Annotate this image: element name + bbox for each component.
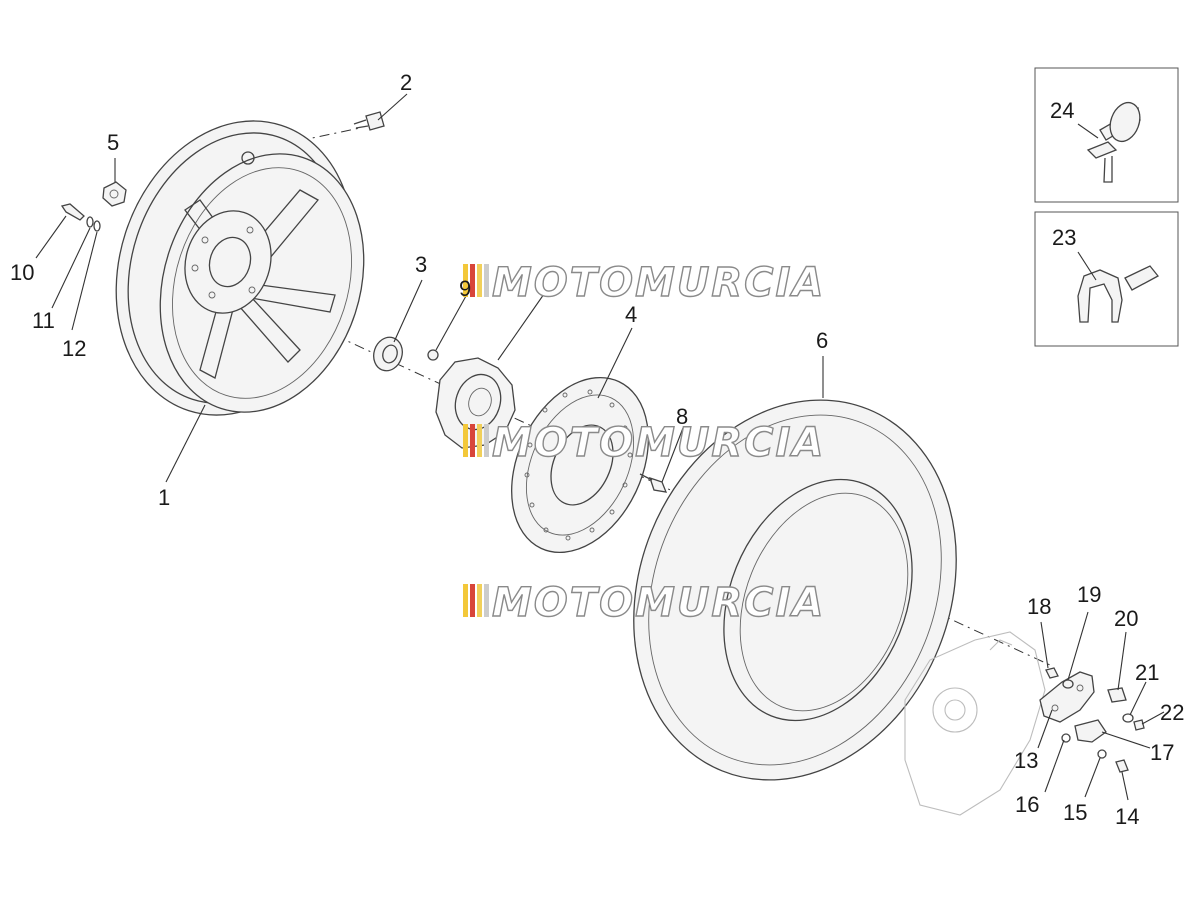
watermark-text: MOTOMURCIA — [492, 260, 825, 306]
callout-3: 3 — [415, 252, 427, 277]
watermark-text: MOTOMURCIA — [492, 420, 825, 466]
callout-5: 5 — [107, 130, 119, 155]
leader-lines — [35, 93, 1165, 801]
bracket-fixture-set — [1039, 667, 1145, 773]
callout-2: 2 — [400, 70, 412, 95]
callout-18: 18 — [1027, 594, 1051, 619]
callout-13: 13 — [1014, 748, 1038, 773]
watermark-bottom: MOTOMURCIA — [463, 579, 825, 627]
callout-23: 23 — [1052, 225, 1076, 250]
callout-labels: 1 2 3 4 5 6 8 9 10 11 12 13 14 15 16 17 … — [10, 70, 1184, 829]
nut-part — [102, 181, 127, 207]
callout-1: 1 — [158, 485, 170, 510]
hub-carrier-part — [435, 357, 516, 449]
callout-21: 21 — [1135, 660, 1159, 685]
pin-part — [427, 349, 439, 361]
callout-22: 22 — [1160, 700, 1184, 725]
bearing-part — [373, 336, 403, 372]
callout-24: 24 — [1050, 98, 1074, 123]
watermark-top: MOTOMURCIA — [463, 259, 825, 307]
valve-screw-part — [353, 111, 385, 131]
inset-box-23 — [1034, 211, 1179, 347]
callout-11: 11 — [32, 308, 55, 333]
callout-12: 12 — [62, 336, 86, 361]
callout-16: 16 — [1015, 792, 1039, 817]
wheel-rim-part — [115, 120, 365, 416]
callout-4: 4 — [625, 302, 637, 327]
callout-10: 10 — [10, 260, 34, 285]
callout-8: 8 — [676, 404, 688, 429]
disc-screw-part — [639, 473, 668, 493]
inset-box-24 — [1034, 67, 1179, 203]
bolt-washer-set — [60, 203, 101, 232]
callout-9: 9 — [459, 276, 471, 301]
callout-20: 20 — [1114, 606, 1138, 631]
gearbox-casing-ghost — [904, 631, 1046, 816]
watermark-text: MOTOMURCIA — [492, 580, 825, 626]
callout-14: 14 — [1115, 804, 1139, 829]
callout-17: 17 — [1150, 740, 1174, 765]
tyre-part — [633, 399, 957, 781]
callout-19: 19 — [1077, 582, 1101, 607]
callout-6: 6 — [816, 328, 828, 353]
brake-disc-part — [511, 376, 649, 554]
watermark-middle: MOTOMURCIA — [463, 419, 825, 467]
callout-15: 15 — [1063, 800, 1087, 825]
